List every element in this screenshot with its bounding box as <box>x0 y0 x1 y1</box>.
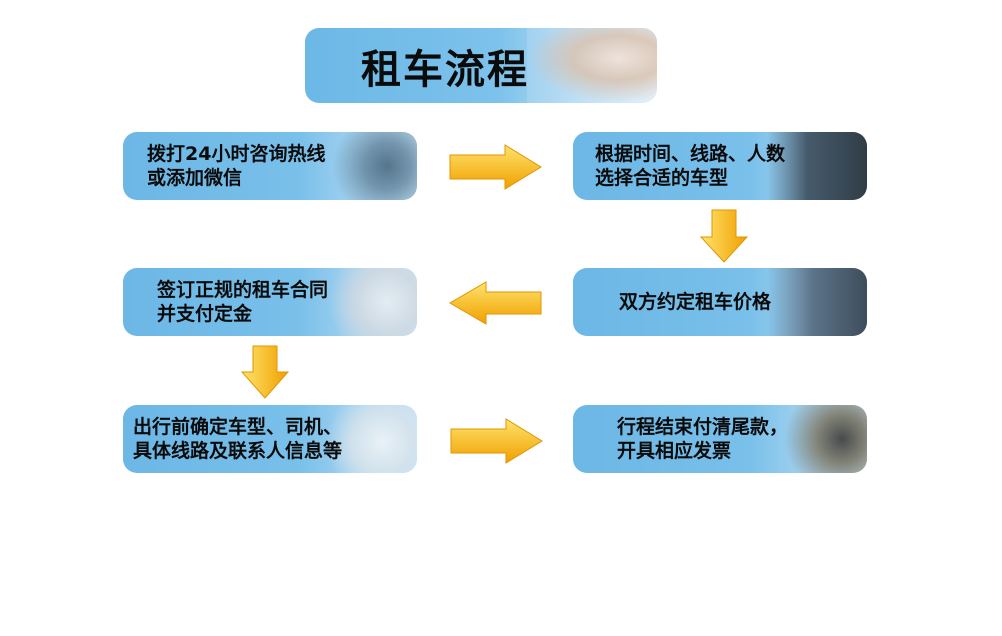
arrow-left-icon <box>449 281 542 325</box>
document-icon <box>317 405 417 473</box>
step-4-text: 签订正规的租车合同 并支付定金 <box>157 268 328 336</box>
step-3-text: 双方约定租车价格 <box>619 268 771 336</box>
contract-icon <box>317 268 417 336</box>
step-2-line-2: 选择合适的车型 <box>595 167 729 189</box>
phone-icon <box>317 132 417 200</box>
step-5-line-1: 出行前确定车型、司机、 <box>133 416 343 438</box>
step-3-line-1: 双方约定租车价格 <box>619 291 772 313</box>
step-5-box: 出行前确定车型、司机、 具体线路及联系人信息等 <box>123 405 417 473</box>
step-2-text: 根据时间、线路、人数 选择合适的车型 <box>595 132 785 200</box>
step-2-box: 根据时间、线路、人数 选择合适的车型 <box>573 132 867 200</box>
step-4-line-2: 并支付定金 <box>157 303 253 325</box>
handshake-icon <box>767 268 867 336</box>
step-1-box: 拨打24小时咨询热线 或添加微信 <box>123 132 417 200</box>
step-6-box: 行程结束付清尾款， 开具相应发票 <box>573 405 867 473</box>
page-title: 租车流程 <box>361 46 529 93</box>
operator-photo-icon <box>527 28 657 103</box>
step-5-text: 出行前确定车型、司机、 具体线路及联系人信息等 <box>133 405 342 473</box>
step-5-line-2: 具体线路及联系人信息等 <box>133 440 343 462</box>
arrow-right-1-icon <box>449 144 542 190</box>
step-1-text: 拨打24小时咨询热线 或添加微信 <box>147 132 325 200</box>
step-4-box: 签订正规的租车合同 并支付定金 <box>123 268 417 336</box>
arrow-down-1-icon <box>699 209 749 263</box>
arrow-right-2-icon <box>450 418 543 464</box>
step-4-line-1: 签订正规的租车合同 <box>157 279 329 301</box>
step-2-line-1: 根据时间、线路、人数 <box>595 143 786 165</box>
step-6-line-2: 开具相应发票 <box>617 440 732 462</box>
money-icon <box>767 405 867 473</box>
car-icon <box>767 132 867 200</box>
step-1-line-2: 或添加微信 <box>147 167 243 189</box>
arrow-down-2-icon <box>240 345 290 399</box>
title-banner: 租车流程 <box>305 28 657 103</box>
step-3-box: 双方约定租车价格 <box>573 268 867 336</box>
step-6-line-1: 行程结束付清尾款， <box>617 416 789 438</box>
step-1-line-1: 拨打24小时咨询热线 <box>147 143 326 165</box>
step-6-text: 行程结束付清尾款， 开具相应发票 <box>617 405 788 473</box>
